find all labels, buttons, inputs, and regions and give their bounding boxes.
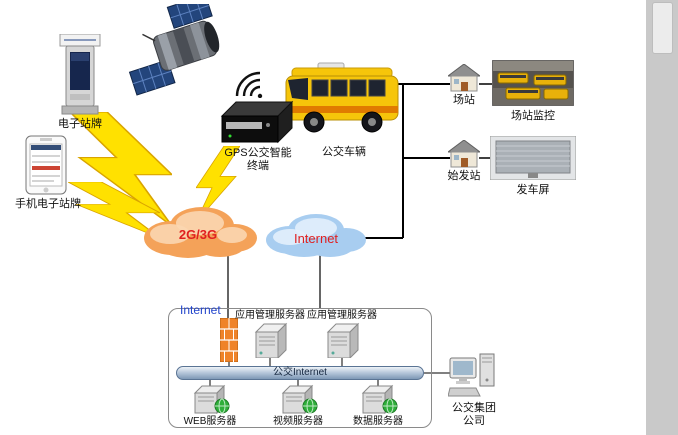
app-server-2-label: 应用管理服务器 (307, 310, 377, 321)
cloud-internet-label: Internet (294, 231, 338, 246)
scrollbar (646, 0, 678, 435)
scrollbar-thumb[interactable] (652, 2, 673, 54)
web-server-image (193, 384, 230, 414)
cloud-2g3g-label: 2G/3G (179, 227, 217, 242)
bus-internet-bar-label: 公交Internet (273, 367, 327, 378)
mobile-stop-label: 手机电子站牌 (15, 198, 81, 210)
app-server-2-image (326, 322, 360, 358)
station-monitor-label: 场站监控 (511, 110, 555, 122)
box-internet-label: Internet (180, 303, 221, 317)
electronic-stop-kiosk-image (59, 34, 101, 115)
cloud-internet: Internet (266, 214, 366, 257)
satellite-image (128, 4, 220, 96)
server-room-box (168, 308, 432, 428)
video-server-label: 视频服务器 (273, 416, 323, 427)
origin-house-icon (448, 140, 480, 168)
mobile-phone-image (25, 135, 67, 195)
data-server-label: 数据服务器 (353, 416, 403, 427)
gps-terminal-label-2: 终端 (247, 160, 269, 172)
data-server-image (361, 384, 398, 414)
bus-label: 公交车辆 (322, 146, 366, 158)
departure-screen-image (490, 136, 576, 180)
departure-screen-label: 发车屏 (516, 184, 550, 196)
cloud-2g3g: 2G/3G (144, 207, 257, 258)
company-label: 公交集团 (452, 402, 496, 414)
company-workstation-image (448, 353, 495, 397)
bus-internet-bar: 公交Internet (176, 366, 424, 380)
bus-image (285, 62, 399, 133)
gps-terminal-label: GPS公交智能 (224, 147, 292, 159)
web-server-label: WEB服务器 (183, 416, 237, 427)
company-label-2: 公司 (463, 415, 485, 427)
lightning-bolt-kiosk (70, 112, 172, 226)
gps-terminal-image (220, 100, 294, 144)
station-label: 场站 (453, 94, 475, 106)
firewall-icon (220, 318, 238, 362)
station-monitor-image (492, 60, 574, 106)
lightning-bolt-phone (68, 182, 160, 238)
wifi-signal-icon (235, 71, 263, 98)
video-server-image (281, 384, 318, 414)
app-server-1-label: 应用管理服务器 (235, 310, 305, 321)
electronic-stop-label: 电子站牌 (58, 118, 102, 130)
app-server-1-image (254, 322, 288, 358)
lightning-bolt-gps (196, 146, 240, 222)
station-house-icon (448, 64, 480, 92)
origin-station-label: 始发站 (447, 170, 481, 182)
